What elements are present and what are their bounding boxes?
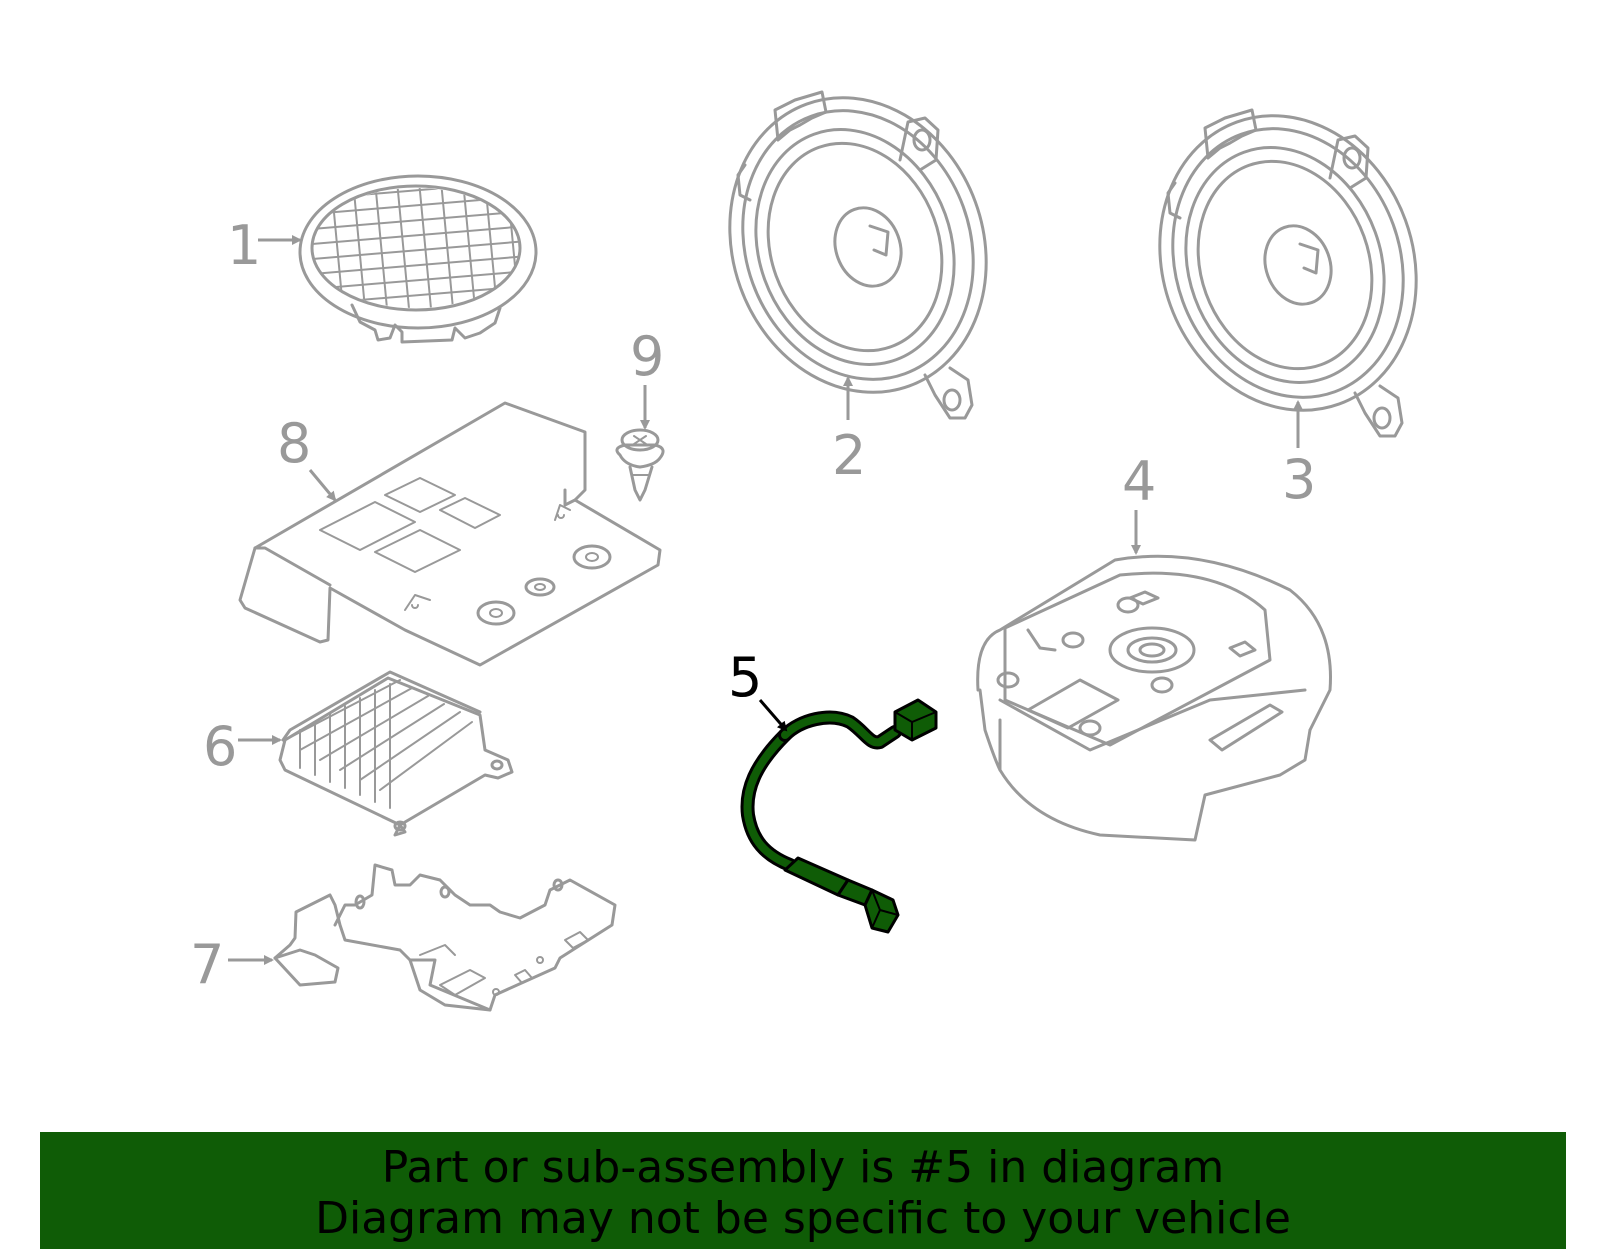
callout-5: 5 — [728, 646, 762, 709]
exploded-parts-diagram: 1 2 3 4 5 6 7 8 9 — [190, 61, 1457, 1012]
banner-line-part-number: Part or sub-assembly is #5 in diagram — [381, 1142, 1225, 1193]
callout-3: 3 — [1282, 448, 1316, 511]
callout-7: 7 — [190, 933, 224, 996]
part-5-wiring-harness[interactable] — [740, 698, 938, 934]
part-8-amplifier-cover[interactable] — [238, 401, 662, 667]
part-9-push-clip[interactable] — [615, 428, 665, 502]
callout-4: 4 — [1122, 450, 1156, 513]
part-2-door-speaker[interactable] — [689, 61, 1027, 428]
part-1-speaker-grille[interactable] — [298, 170, 540, 344]
callout-9: 9 — [630, 325, 664, 388]
leader-arrow-8 — [308, 469, 337, 502]
part-3-door-speaker[interactable] — [1119, 79, 1457, 446]
leader-arrow-5 — [758, 699, 788, 732]
callout-2: 2 — [832, 424, 866, 487]
part-6-amplifier[interactable] — [278, 670, 514, 837]
banner-line-disclaimer: Diagram may not be specific to your vehi… — [315, 1193, 1291, 1244]
part-7-mounting-bracket[interactable] — [273, 863, 617, 1012]
callout-1: 1 — [227, 214, 261, 277]
part-4-subwoofer-enclosure[interactable] — [976, 554, 1332, 842]
info-banner: Part or sub-assembly is #5 in diagram Di… — [40, 1132, 1566, 1249]
callout-6: 6 — [203, 715, 237, 778]
callout-8: 8 — [277, 412, 311, 475]
